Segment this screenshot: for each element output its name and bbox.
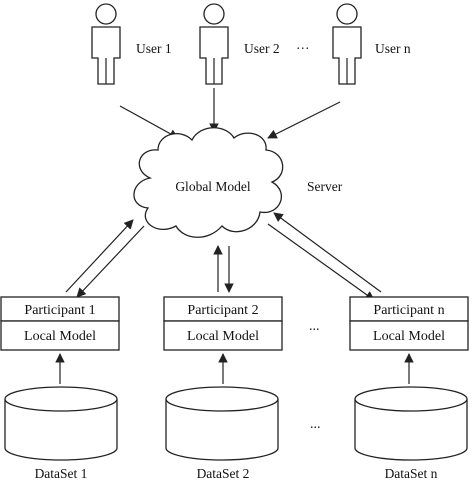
dataset-n-label: DataSet n [385, 466, 438, 481]
dataset-1-label: DataSet 1 [35, 466, 88, 481]
participant-n-model: Local Model [373, 329, 445, 344]
global-model-label: Global Model [175, 179, 251, 194]
participant-2-model: Local Model [187, 329, 259, 344]
dataset-2-database-icon [165, 386, 279, 461]
users-ellipsis: ··· [296, 41, 310, 56]
participant-1-box [0, 296, 120, 351]
user-2-label: User 2 [244, 41, 280, 56]
dataset-n-database-icon [354, 386, 468, 461]
user-1-label: User 1 [136, 41, 172, 56]
participant-n-name: Participant n [373, 303, 444, 318]
user-2-icon [199, 3, 229, 85]
user-n-icon [332, 3, 362, 85]
global-model-cloud-icon [133, 127, 284, 238]
participant-1-model: Local Model [24, 329, 96, 344]
participant-2-name: Participant 2 [187, 303, 258, 318]
participant-1-name: Participant 1 [24, 303, 95, 318]
participant-n-box [349, 296, 469, 351]
user-1-icon [91, 3, 121, 85]
arrow-cloud-to-participant1 [76, 225, 145, 298]
participants-ellipsis: ... [309, 319, 320, 334]
arrow-participantn-to-cloud [273, 212, 382, 293]
arrow-user1-to-cloud [119, 105, 179, 139]
arrow-cloud-to-participantn [267, 223, 375, 301]
dataset-1-database-icon [4, 386, 118, 461]
arrow-participant1-to-cloud [65, 219, 134, 293]
dataset-2-label: DataSet 2 [197, 466, 250, 481]
server-label: Server [307, 179, 343, 194]
arrow-usern-to-cloud [267, 101, 341, 139]
participant-2-box [163, 296, 283, 351]
datasets-ellipsis: ... [310, 417, 321, 432]
user-n-label: User n [375, 41, 411, 56]
